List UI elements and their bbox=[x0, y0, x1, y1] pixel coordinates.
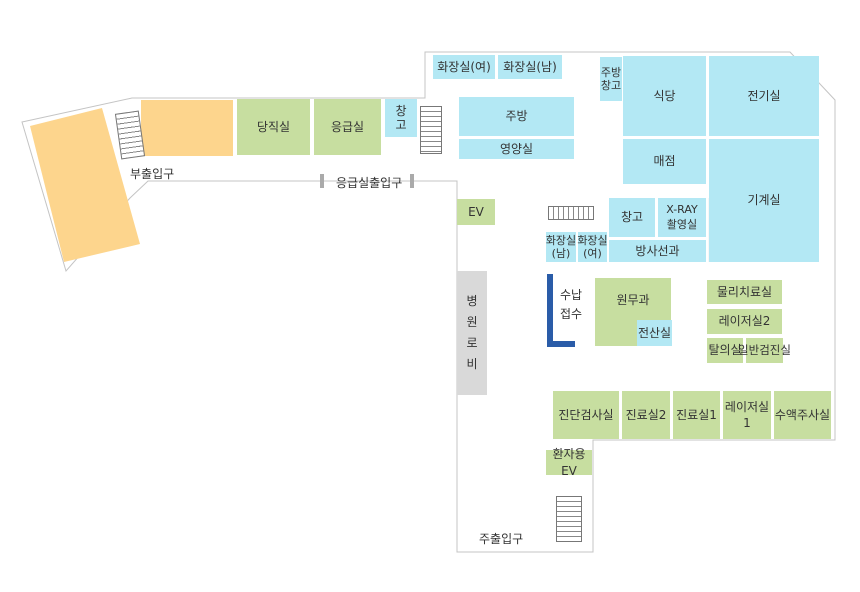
side-entrance-label: 부출입구 bbox=[130, 167, 175, 181]
clinic-room-2[interactable]: 진료실2 bbox=[622, 391, 670, 439]
room-label: 레이저실2 bbox=[718, 314, 771, 329]
room-label: 응급실 bbox=[330, 119, 365, 134]
hospital-lobby[interactable]: 병 원 로 비 bbox=[457, 271, 487, 395]
room-label: 주방 bbox=[505, 109, 528, 124]
restroom-female-mid[interactable]: 화장실 (여) bbox=[577, 232, 608, 262]
changing-room[interactable]: 탈의실 bbox=[707, 338, 743, 363]
annex-area-right bbox=[141, 100, 233, 156]
room-label: 일반검진실 bbox=[738, 342, 791, 357]
room-label: 매점 bbox=[653, 154, 676, 169]
room-label: 물리치료실 bbox=[716, 284, 773, 299]
restroom-female-top[interactable]: 화장실(여) bbox=[433, 55, 495, 79]
room-label: 화장실(남) bbox=[503, 59, 557, 74]
room-label: 화장실(여) bbox=[437, 59, 491, 74]
radiology[interactable]: 방사선과 bbox=[609, 240, 706, 262]
stairs-icon bbox=[420, 106, 442, 154]
room-label: 주방 창고 bbox=[600, 65, 622, 92]
room-label: 기계실 bbox=[747, 193, 781, 208]
room-label: 영양실 bbox=[499, 141, 534, 156]
clinic-room-1[interactable]: 진료실1 bbox=[673, 391, 720, 439]
reception-counter-marker bbox=[547, 274, 575, 347]
injection-room[interactable]: 수액주사실 bbox=[774, 391, 831, 439]
entrance-marker-left bbox=[320, 174, 324, 188]
room-label: X-RAY 촬영실 bbox=[666, 202, 698, 231]
room-label: 화장실 (남) bbox=[545, 233, 577, 260]
room-label: 화장실 (여) bbox=[577, 233, 608, 260]
room-label: 식당 bbox=[653, 88, 676, 103]
kitchen-storage[interactable]: 주방 창고 bbox=[600, 57, 622, 101]
entrance-marker-right bbox=[410, 174, 414, 188]
xray-room[interactable]: X-RAY 촬영실 bbox=[658, 198, 706, 237]
storage-small[interactable]: 창 고 bbox=[385, 99, 417, 137]
store[interactable]: 매점 bbox=[623, 139, 706, 184]
elevator[interactable]: EV bbox=[457, 199, 495, 225]
laser-room-1[interactable]: 레이저실1 bbox=[723, 391, 771, 439]
machine-room[interactable]: 기계실 bbox=[709, 139, 819, 262]
physiotherapy-room[interactable]: 물리치료실 bbox=[707, 280, 782, 304]
room-label: 전기실 bbox=[747, 88, 781, 103]
electrical-room[interactable]: 전기실 bbox=[709, 56, 819, 136]
kitchen[interactable]: 주방 bbox=[459, 97, 574, 136]
general-exam-room[interactable]: 일반검진실 bbox=[738, 338, 791, 363]
room-label: EV bbox=[468, 204, 484, 219]
main-entrance-label: 주출입구 bbox=[479, 532, 524, 546]
room-label: 진료실1 bbox=[676, 407, 717, 422]
reception-desk[interactable]: 수납 접수 bbox=[556, 284, 586, 326]
cafeteria[interactable]: 식당 bbox=[623, 56, 706, 136]
storage-mid[interactable]: 창고 bbox=[609, 198, 655, 237]
emergency-entrance-label: 응급실출입구 bbox=[336, 176, 403, 190]
diagnostic-lab[interactable]: 진단검사실 bbox=[553, 391, 619, 439]
laser-room-2[interactable]: 레이저실2 bbox=[707, 309, 782, 334]
room-label: 창 고 bbox=[395, 103, 407, 132]
room-label: 창고 bbox=[620, 210, 644, 225]
stairs-icon bbox=[548, 206, 594, 220]
duty-room[interactable]: 당직실 bbox=[237, 99, 310, 155]
room-label: 환자용EV bbox=[552, 447, 586, 478]
nutrition-room[interactable]: 영양실 bbox=[459, 139, 574, 159]
restroom-male-top[interactable]: 화장실(남) bbox=[498, 55, 562, 79]
room-label: 수액주사실 bbox=[774, 407, 831, 422]
room-label: 병 원 로 비 bbox=[466, 294, 478, 371]
stairs-icon bbox=[556, 496, 582, 542]
room-label: 진료실2 bbox=[625, 407, 667, 422]
room-label: 수납 접수 bbox=[559, 287, 583, 321]
patient-elevator[interactable]: 환자용EV bbox=[546, 447, 592, 478]
restroom-male-mid[interactable]: 화장실 (남) bbox=[546, 232, 576, 262]
room-label: 원무과 bbox=[616, 293, 650, 307]
computer-room[interactable]: 전산실 bbox=[637, 320, 672, 346]
room-label: 전산실 bbox=[637, 325, 672, 340]
room-label: 레이저실1 bbox=[724, 399, 770, 430]
room-label: 탈의실 bbox=[708, 343, 742, 358]
room-label: 당직실 bbox=[256, 119, 291, 134]
emergency-room[interactable]: 응급실 bbox=[314, 99, 381, 155]
annex-area-left bbox=[30, 108, 140, 262]
room-label: 진단검사실 bbox=[558, 407, 614, 422]
room-label: 방사선과 bbox=[635, 243, 680, 258]
